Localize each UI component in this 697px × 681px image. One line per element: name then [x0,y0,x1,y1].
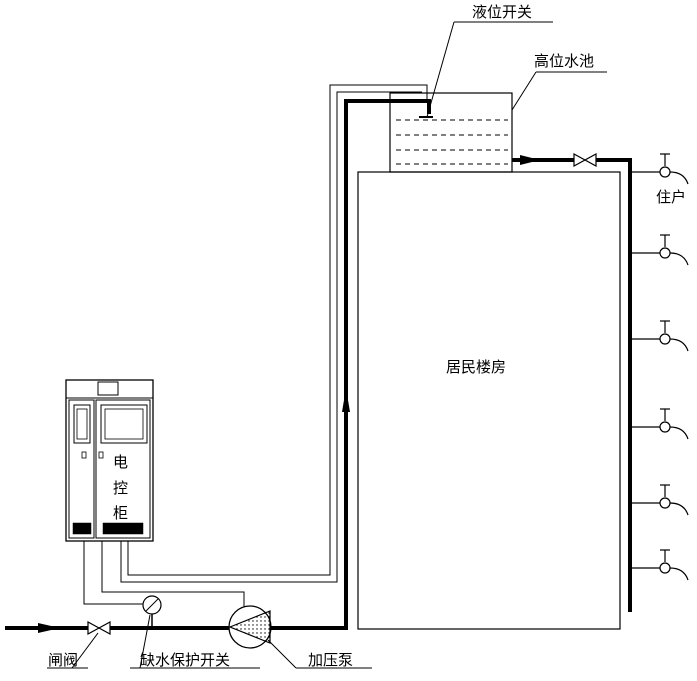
control-cabinet [65,379,154,542]
faucet-icon [630,153,689,185]
gate-valve-icon [87,620,111,636]
faucet-icon [630,484,689,516]
building-label: 居民楼房 [446,358,506,376]
level-switch-label: 液位开关 [472,3,532,21]
faucet-icon [630,320,689,352]
control-cabinet-label-3: 柜 [113,504,128,522]
pump-icon [228,605,272,649]
gate-valve-label: 闸阀 [48,651,78,669]
flow-arrow-icon [342,388,350,412]
low-water-switch-label: 缺水保护开关 [140,651,230,669]
faucet-icon [630,234,689,266]
control-cabinet-label-1: 电 [113,453,128,471]
high-tank [389,92,513,173]
outlet-pipe [512,158,632,612]
booster-pump-label: 加压泵 [308,651,353,669]
flow-arrow-icon [38,623,60,633]
pressure-gauge-icon [142,595,162,628]
resident-label: 住户 [656,188,686,206]
faucet-icon [630,549,689,581]
riser-pipe [270,99,431,630]
faucet-icon [630,408,689,440]
signal-wires [83,84,428,608]
outlet-valve-icon [573,152,597,168]
building-outline [357,171,621,630]
flow-arrow-icon [520,155,540,165]
high-tank-label: 高位水池 [534,52,594,70]
control-cabinet-label-2: 控 [113,479,128,497]
